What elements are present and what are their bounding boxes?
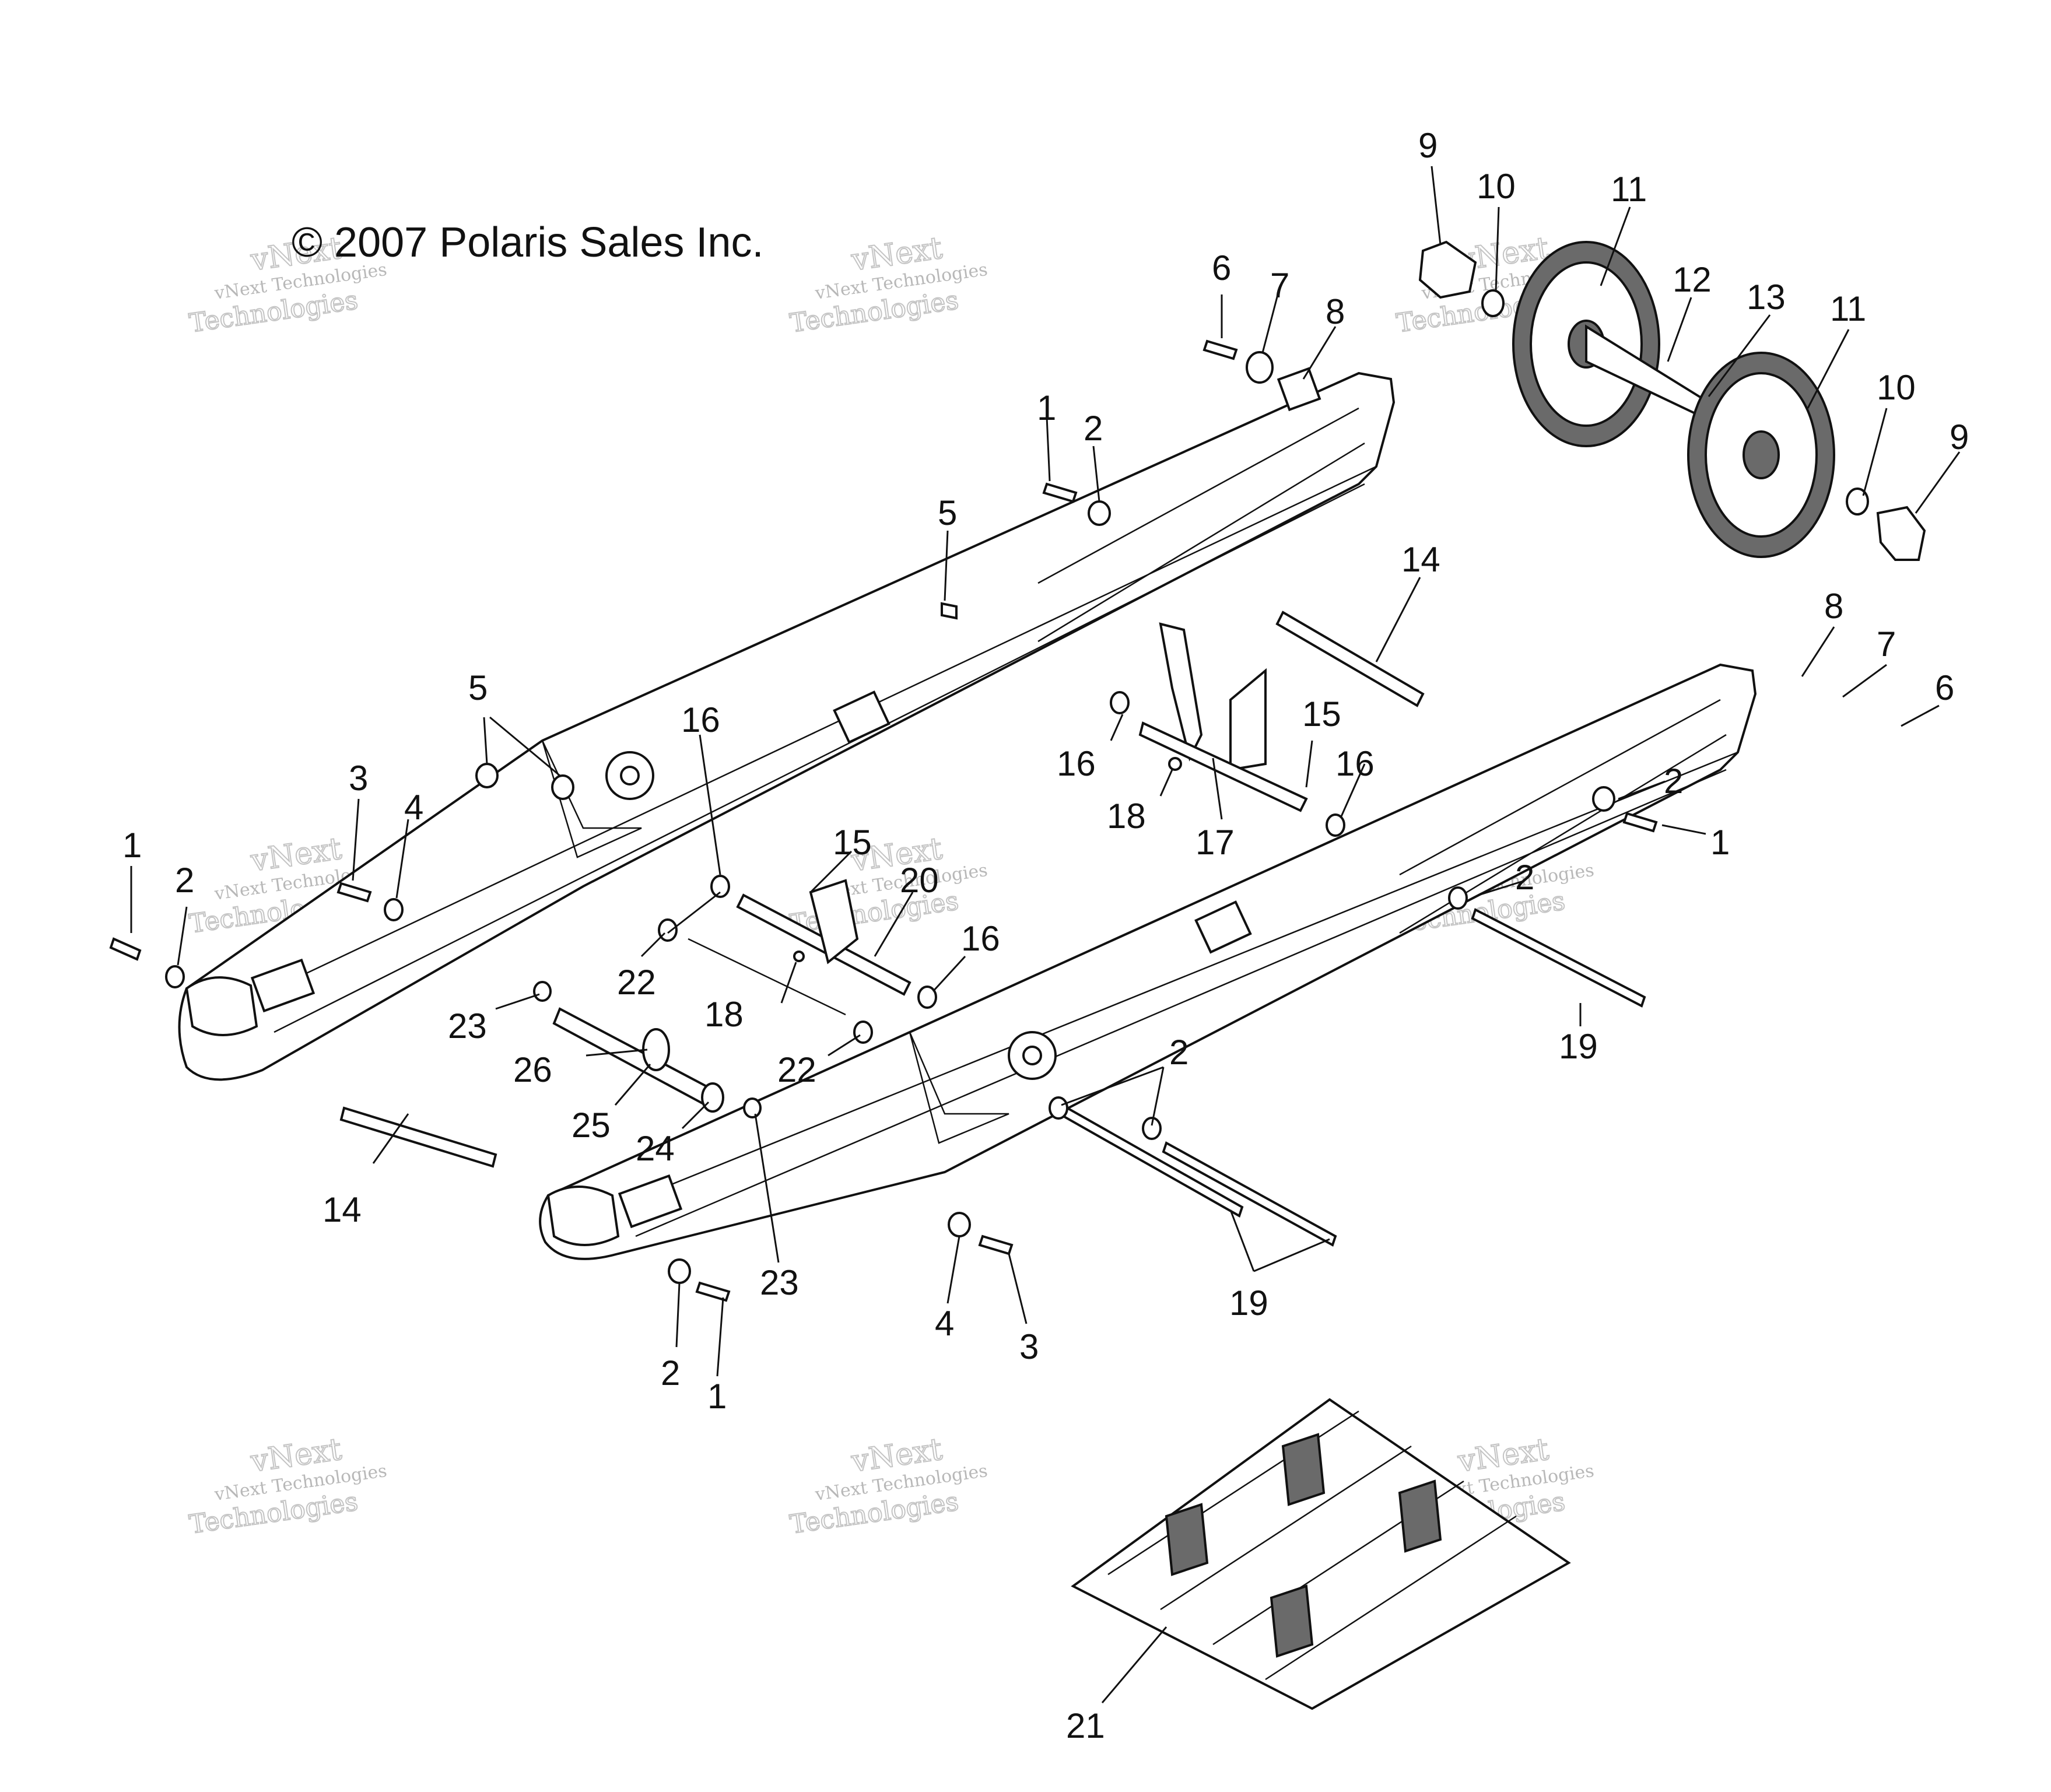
callout-7: 7 [1270, 266, 1289, 305]
callout-1: 1 [1037, 388, 1056, 427]
callout-8: 8 [1824, 587, 1843, 626]
callout-17: 17 [1195, 823, 1235, 862]
callout-19: 19 [1229, 1283, 1268, 1323]
callout-16: 16 [681, 700, 720, 739]
callout-3: 3 [349, 759, 368, 798]
callout-2: 2 [1515, 858, 1534, 897]
callout-19: 19 [1559, 1027, 1598, 1066]
left-rail [178, 371, 1396, 1081]
callout-22: 22 [777, 1050, 816, 1089]
watermark-group: vNext vNext Technologies Technologies vN… [187, 230, 1595, 1540]
callout-11: 11 [1611, 170, 1647, 209]
parts-art [109, 240, 1926, 1710]
callout-2: 2 [1084, 409, 1103, 448]
callout-3: 3 [1019, 1327, 1039, 1366]
callout-1: 1 [1710, 823, 1730, 862]
rear-arm-bracket [1138, 622, 1308, 812]
callout-22: 22 [617, 963, 656, 1002]
front-shaft [552, 1007, 724, 1113]
track-section [1071, 1398, 1571, 1710]
front-arm-assembly [688, 879, 911, 1016]
callout-labels: 9 10 11 12 13 11 10 9 6 7 8 1 2 5 14 8 7… [122, 126, 1969, 1745]
callout-25: 25 [572, 1106, 611, 1145]
callout-20: 20 [900, 861, 939, 900]
callout-15: 15 [1302, 695, 1341, 734]
callout-18: 18 [1107, 797, 1146, 836]
callout-18: 18 [704, 995, 744, 1034]
leader-lines [130, 166, 1961, 1703]
axle-14-lower [339, 1106, 497, 1168]
callout-13: 13 [1747, 278, 1786, 317]
callout-6: 6 [1935, 668, 1954, 707]
callout-21: 21 [1066, 1706, 1105, 1745]
callout-14: 14 [322, 1190, 362, 1229]
callout-1: 1 [122, 826, 142, 865]
axle-14-upper [1275, 611, 1425, 707]
callout-16: 16 [1057, 744, 1096, 783]
callout-10: 10 [1877, 368, 1916, 407]
callout-12: 12 [1673, 260, 1712, 299]
callout-26: 26 [513, 1050, 552, 1089]
right-rail [539, 663, 1757, 1260]
callout-23: 23 [448, 1007, 487, 1046]
callout-23: 23 [760, 1263, 799, 1302]
upper-hardware [475, 339, 1658, 837]
callout-2: 2 [1169, 1033, 1188, 1072]
callout-10: 10 [1477, 167, 1516, 206]
callout-5: 5 [938, 493, 957, 532]
callout-4: 4 [935, 1304, 954, 1343]
callout-4: 4 [404, 788, 423, 827]
callout-14: 14 [1401, 540, 1440, 579]
bolt-19-right [1471, 908, 1646, 1008]
callout-2: 2 [661, 1353, 680, 1393]
callout-16: 16 [961, 919, 1000, 958]
bolt-19-lower-b [1162, 1141, 1337, 1247]
callout-5: 5 [468, 668, 488, 707]
copyright-text: © 2007 Polaris Sales Inc. [292, 219, 763, 266]
callout-2: 2 [175, 861, 194, 900]
callout-11: 11 [1830, 289, 1866, 328]
idler-wheel-assembly [1418, 240, 1926, 561]
callout-24: 24 [636, 1129, 675, 1168]
callout-9: 9 [1418, 126, 1438, 165]
callout-1: 1 [707, 1377, 727, 1416]
callout-6: 6 [1212, 248, 1231, 287]
callout-8: 8 [1326, 292, 1345, 331]
callout-15: 15 [833, 823, 872, 862]
callout-9: 9 [1950, 418, 1969, 457]
callout-2: 2 [1664, 762, 1683, 801]
callout-7: 7 [1877, 625, 1896, 664]
callout-16: 16 [1335, 744, 1375, 783]
lower-hardware [109, 875, 1468, 1302]
